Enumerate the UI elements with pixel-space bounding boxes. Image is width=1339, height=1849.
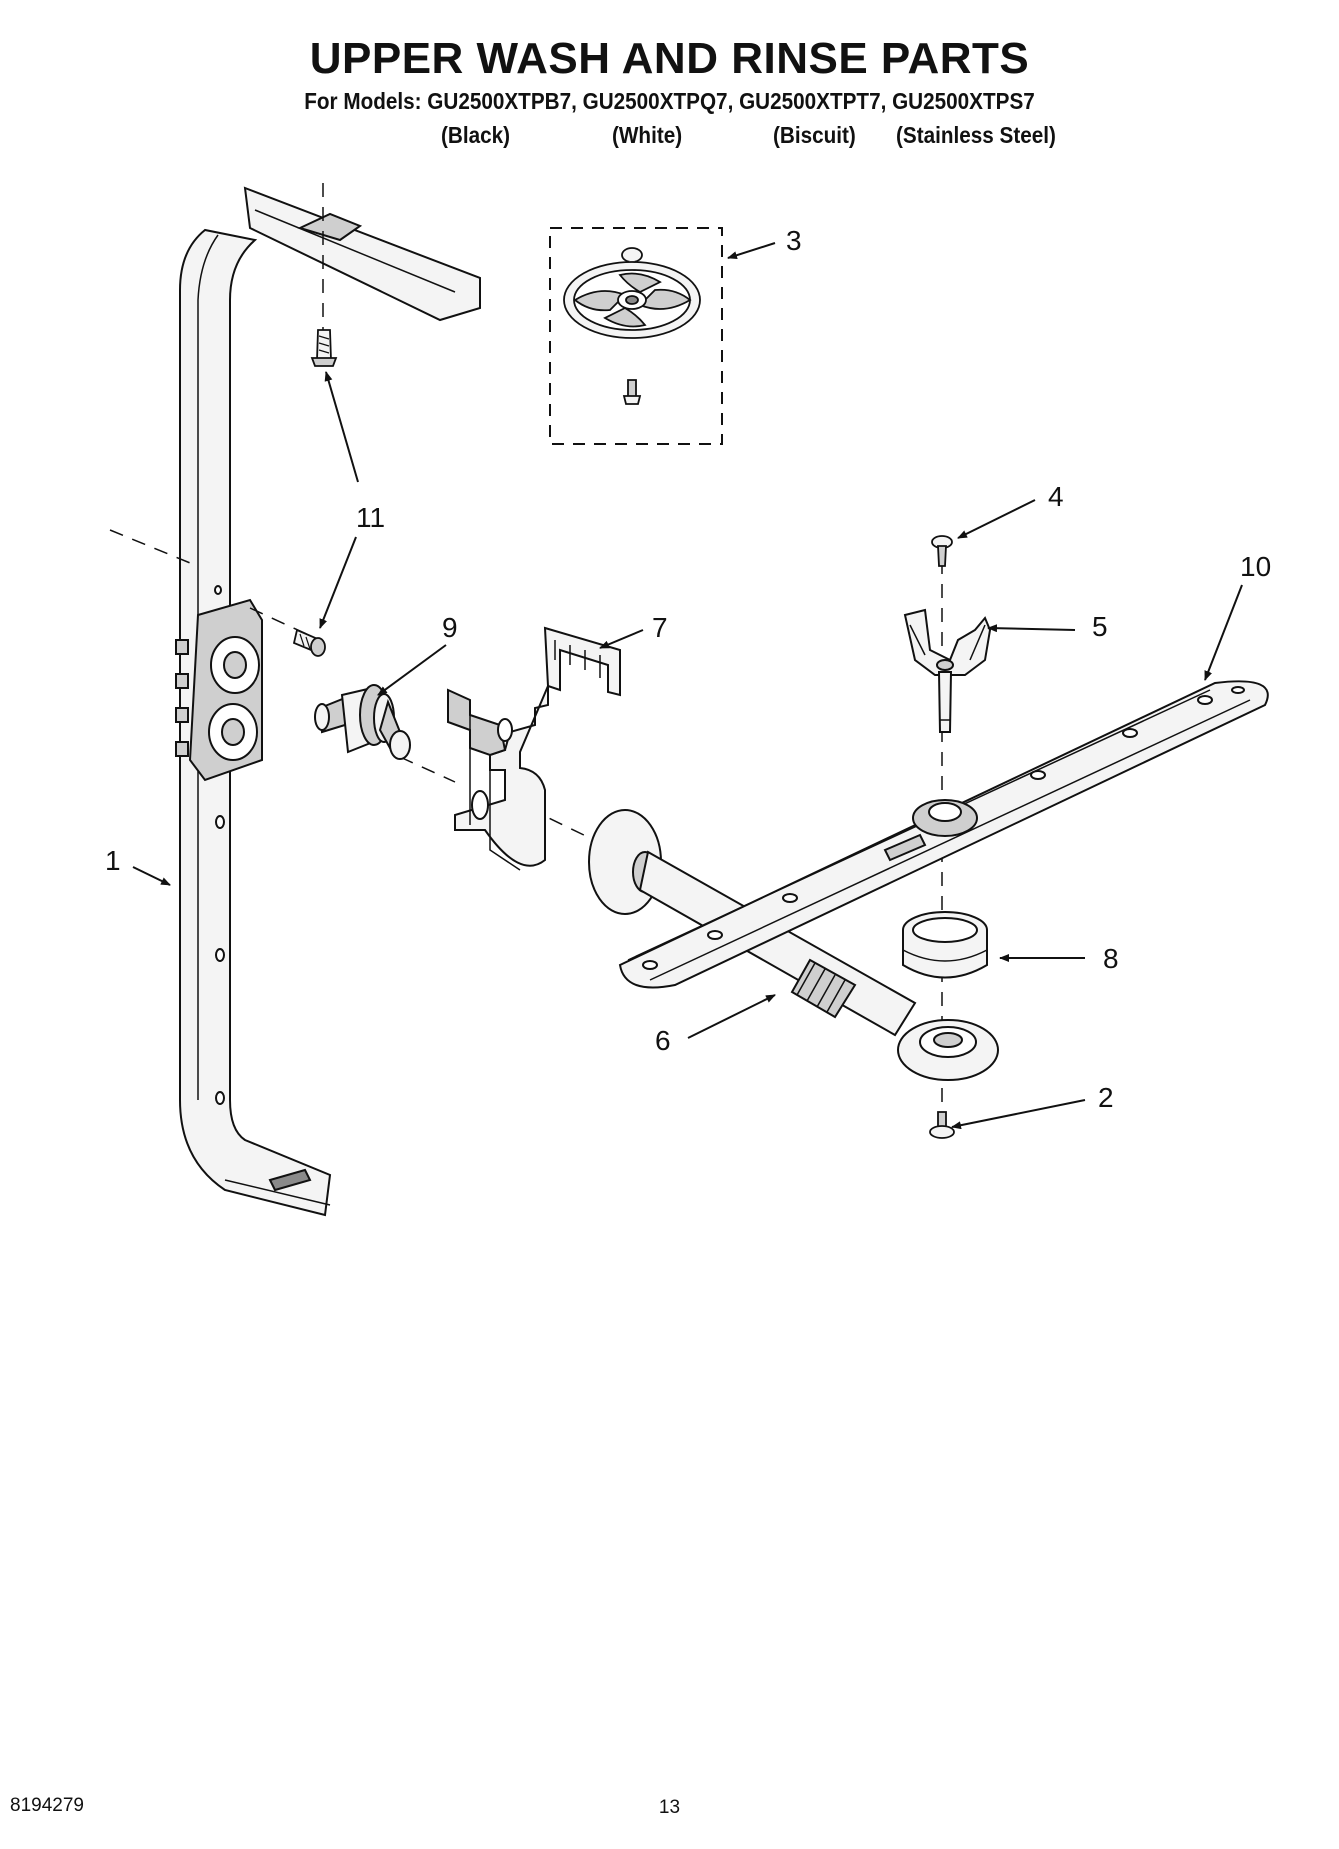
callout-7: 7 — [652, 612, 668, 643]
callout-9: 9 — [442, 612, 458, 643]
callout-2: 2 — [1098, 1082, 1114, 1113]
callout-numbers: 1 2 3 4 5 6 7 8 9 10 11 — [105, 225, 1271, 1113]
document-number: 8194279 — [10, 1795, 84, 1816]
part-5-hub-clip — [903, 608, 992, 733]
callout-8: 8 — [1103, 943, 1119, 974]
part-9-inlet-coupling — [314, 684, 411, 760]
page-title: UPPER WASH AND RINSE PARTS — [309, 34, 1030, 83]
color-label-white: (White) — [612, 122, 683, 148]
callout-5: 5 — [1092, 611, 1108, 642]
part-1-manifold — [175, 186, 481, 1217]
part-11-screws — [292, 329, 338, 657]
leader-arrows — [132, 242, 1243, 1130]
callout-10: 10 — [1240, 551, 1271, 582]
color-label-stainless-steel: (Stainless Steel) — [896, 122, 1056, 148]
page-number: 13 — [658, 1797, 681, 1818]
callout-4: 4 — [1048, 481, 1064, 512]
models-line: For Models: GU2500XTPB7, GU2500XTPQ7, GU… — [304, 88, 1035, 114]
color-label-biscuit: (Biscuit) — [773, 122, 856, 148]
page-header: UPPER WASH AND RINSE PARTS For Models: G… — [0, 0, 1339, 160]
part-3-spray-nozzle — [549, 227, 723, 445]
callout-1: 1 — [105, 845, 121, 876]
color-label-black: (Black) — [441, 122, 511, 148]
callout-6: 6 — [655, 1025, 671, 1056]
part-6-supply-tube — [588, 809, 999, 1081]
part-8-bearing-ring — [902, 911, 988, 979]
exploded-parts-diagram: 1 2 3 4 5 6 7 8 9 10 11 — [105, 183, 1271, 1217]
callout-11: 11 — [356, 502, 385, 533]
part-10-spray-arm — [618, 680, 1269, 989]
callout-3: 3 — [786, 225, 802, 256]
part-2-screw — [929, 1111, 955, 1139]
part-4-screw — [931, 535, 953, 567]
